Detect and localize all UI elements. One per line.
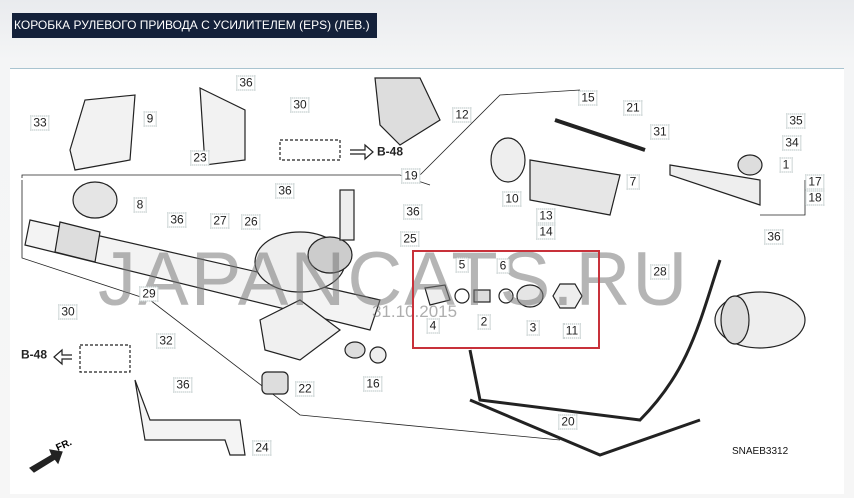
callout[interactable]: 1 bbox=[779, 157, 793, 173]
callout[interactable]: 13 bbox=[536, 208, 556, 224]
callout[interactable]: 27 bbox=[210, 213, 230, 229]
callout[interactable]: 9 bbox=[143, 111, 157, 127]
highlight-box bbox=[412, 250, 600, 349]
ref-label[interactable]: B-48 bbox=[376, 144, 404, 159]
callout[interactable]: 21 bbox=[623, 100, 643, 116]
ref-label[interactable]: B-48 bbox=[20, 347, 48, 362]
callout[interactable]: 22 bbox=[295, 381, 315, 397]
watermark-date: 31.10.2015 bbox=[372, 302, 458, 321]
callout[interactable]: 28 bbox=[650, 264, 670, 280]
callout[interactable]: 7 bbox=[626, 174, 640, 190]
callout[interactable]: 25 bbox=[400, 231, 420, 247]
callout[interactable]: 16 bbox=[363, 376, 383, 392]
callout[interactable]: 15 bbox=[578, 90, 598, 106]
callout[interactable]: 2 bbox=[477, 314, 491, 330]
callout[interactable]: 36 bbox=[173, 377, 193, 393]
callout[interactable]: 20 bbox=[558, 414, 578, 430]
callout[interactable]: 3 bbox=[526, 320, 540, 336]
callout[interactable]: 17 bbox=[805, 174, 825, 190]
callout[interactable]: 34 bbox=[782, 135, 802, 151]
callout[interactable]: 6 bbox=[496, 258, 510, 274]
callout[interactable]: 36 bbox=[403, 204, 423, 220]
callout[interactable]: 32 bbox=[156, 333, 176, 349]
callout[interactable]: 33 bbox=[30, 115, 50, 131]
page-title: КОРОБКА РУЛЕВОГО ПРИВОДА С УСИЛИТЕЛЕМ (E… bbox=[12, 13, 377, 38]
callout[interactable]: 11 bbox=[562, 323, 582, 339]
callout[interactable]: 30 bbox=[58, 304, 78, 320]
callout[interactable]: 26 bbox=[241, 214, 261, 230]
callout[interactable]: 4 bbox=[426, 318, 440, 334]
callout[interactable]: 10 bbox=[502, 191, 522, 207]
callout[interactable]: 36 bbox=[275, 183, 295, 199]
callout[interactable]: 29 bbox=[139, 286, 159, 302]
callout[interactable]: 36 bbox=[764, 229, 784, 245]
callout[interactable]: 36 bbox=[236, 75, 256, 91]
callout[interactable]: 5 bbox=[455, 257, 469, 273]
callout[interactable]: 12 bbox=[452, 107, 472, 123]
callout[interactable]: 31 bbox=[650, 124, 670, 140]
callout[interactable]: 23 bbox=[190, 150, 210, 166]
callout[interactable]: 19 bbox=[401, 168, 421, 184]
callout[interactable]: 24 bbox=[252, 440, 272, 456]
callout[interactable]: 35 bbox=[786, 113, 806, 129]
diagram-code: SNAEB3312 bbox=[732, 446, 789, 457]
callout[interactable]: 14 bbox=[536, 224, 556, 240]
callout[interactable]: 30 bbox=[290, 97, 310, 113]
callout[interactable]: 8 bbox=[133, 197, 147, 213]
callout[interactable]: 18 bbox=[805, 190, 825, 206]
callout[interactable]: 36 bbox=[167, 212, 187, 228]
